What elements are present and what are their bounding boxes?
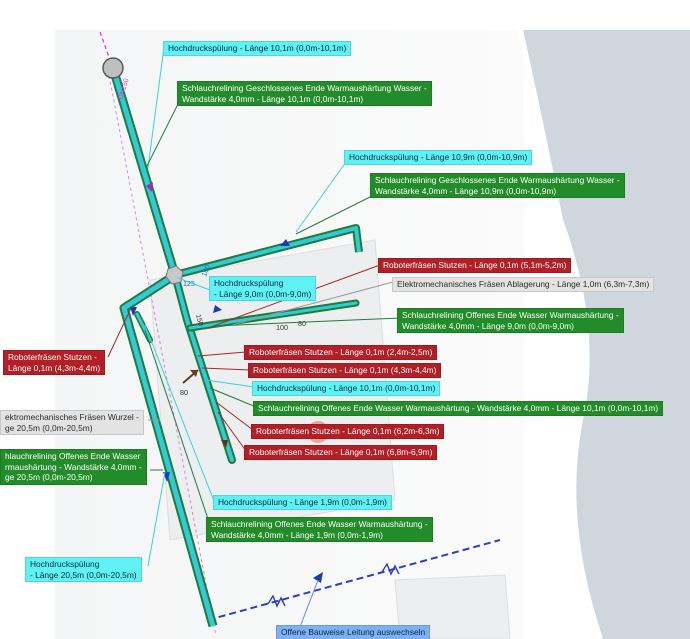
label-roboterfraesen[interactable]: Roboterfräsen Stutzen - Länge 0,1m (4,3m…	[248, 363, 442, 378]
pipe-axis-line	[107, 69, 217, 637]
label-line: Wandstärke 4,0mm - Länge 1,9m (0,0m-1,9m…	[211, 529, 383, 540]
label-line: Schlauchrelining Offenes Ende Wasser War…	[211, 519, 428, 529]
label-hochdruckspuelung[interactable]: Hochdruckspülung - Länge 1,9m (0,0m-1,9m…	[213, 495, 392, 510]
label-line: Wandstärke 4,0mm - Länge 9,0m (0,0m-9,0m…	[402, 320, 574, 331]
label-hochdruckspuelung[interactable]: Hochdruckspülung - Länge 20,5m (0,0m-20,…	[25, 557, 142, 582]
label-line: ektromechanisches Fräsen Wurzel -	[5, 412, 139, 422]
arrow-head-icon	[190, 370, 198, 377]
label-line: Wandstärke 4,0mm - Länge 10,9m (0,0m-10,…	[375, 185, 557, 196]
pipe-dimension: 150	[194, 314, 204, 327]
label-line: Roboterfräsen Stutzen -	[8, 352, 97, 362]
pipe-dimension: 100	[199, 263, 212, 277]
label-hochdruckspuelung[interactable]: Hochdruckspülung - Länge 10,1m (0,0m-10,…	[252, 381, 441, 396]
label-schlauchrelining[interactable]: Schlauchrelining Offenes Ende Wasser War…	[397, 308, 624, 333]
label-line: Hochdruckspülung	[214, 278, 284, 288]
label-roboterfraesen[interactable]: Roboterfräsen Stutzen - Länge 0,1m (6,8m…	[244, 445, 438, 460]
pipe-break-symbol	[267, 594, 286, 608]
label-roboterfraesen[interactable]: Roboterfräsen Stutzen - Länge 0,1m (6,2m…	[251, 424, 445, 439]
label-line: rmaushärtung - Wandstärke 4,0mm -	[5, 461, 142, 472]
label-hochdruckspuelung[interactable]: Hochdruckspülung - Länge 10,9m (0,0m-10,…	[344, 150, 533, 165]
direction-arrow-icon	[146, 182, 153, 192]
label-line: - Länge 20,5m (0,0m-20,5m)	[30, 569, 137, 580]
label-line: Schlauchrelining Geschlossenes Ende Warm…	[182, 83, 427, 93]
label-schlauchrelining-long[interactable]: Schlauchrelining Offenes Ende Wasser War…	[253, 401, 664, 416]
label-line: Schlauchrelining Offenes Ende Wasser War…	[402, 310, 619, 320]
label-line: - Länge 9,0m (0,0m-9,0m)	[214, 288, 312, 299]
pipe-dimension: 80	[180, 388, 188, 397]
label-hochdruckspuelung[interactable]: Hochdruckspülung - Länge 9,0m (0,0m-9,0m…	[209, 276, 317, 301]
pipe-break-symbol	[381, 562, 400, 576]
label-roboterfraesen[interactable]: Roboterfräsen Stutzen - Länge 0,1m (5,1m…	[378, 258, 572, 273]
label-line: hlauchrelining Offenes Ende Wasser	[5, 451, 141, 461]
label-line: Länge 0,1m (4,3m-4,4m)	[8, 362, 101, 373]
pipe-dimension: 125	[183, 279, 195, 288]
open-construction-line[interactable]	[207, 539, 501, 621]
label-elektromechanisches-fraesen[interactable]: ektromechanisches Fräsen Wurzel - ge 20,…	[0, 410, 144, 435]
label-line: Schlauchrelining Geschlossenes Ende Warm…	[375, 175, 620, 185]
label-hochdruckspuelung[interactable]: Hochdruckspülung - Länge 10,1m (0,0m-10,…	[163, 41, 352, 56]
label-line: Hochdruckspülung	[30, 559, 100, 569]
label-schlauchrelining[interactable]: hlauchrelining Offenes Ende Wasser rmaus…	[0, 449, 147, 485]
label-line: ge 20,5m (0,0m-20,5m)	[5, 472, 93, 482]
building-footprint	[394, 574, 511, 639]
label-line: ge 20,5m (0,0m-20,5m)	[5, 422, 93, 433]
label-schlauchrelining[interactable]: Schlauchrelining Geschlossenes Ende Warm…	[177, 81, 432, 106]
junction-icon[interactable]	[165, 265, 184, 285]
label-schlauchrelining[interactable]: Schlauchrelining Geschlossenes Ende Warm…	[370, 173, 625, 198]
label-line: Wandstärke 4,0mm - Länge 10,1m (0,0m-10,…	[182, 93, 364, 104]
label-roboterfraesen[interactable]: Roboterfräsen Stutzen - Länge 0,1m (4,3m…	[3, 350, 106, 375]
pipe-network[interactable]	[108, 63, 363, 628]
direction-arrow-icon	[221, 440, 228, 448]
direction-arrow-icon	[280, 239, 290, 246]
pipe-dimension: 100	[276, 323, 288, 332]
label-schlauchrelining[interactable]: Schlauchrelining Offenes Ende Wasser War…	[206, 517, 433, 542]
manhole-icon[interactable]	[102, 57, 124, 79]
label-elektromechanisches-fraesen[interactable]: Elektromechanisches Fräsen Ablagerung - …	[392, 277, 655, 292]
pipe-dimension: 80	[298, 319, 306, 328]
direction-arrow-icon	[313, 572, 323, 583]
direction-arrow-icon	[130, 307, 137, 316]
label-roboterfraesen[interactable]: Roboterfräsen Stutzen - Länge 0,1m (2,4m…	[244, 345, 438, 360]
direction-arrow-icon	[213, 305, 222, 313]
label-offene-bauweise[interactable]: Offene Bauweise Leitung auswechseln	[276, 625, 431, 639]
